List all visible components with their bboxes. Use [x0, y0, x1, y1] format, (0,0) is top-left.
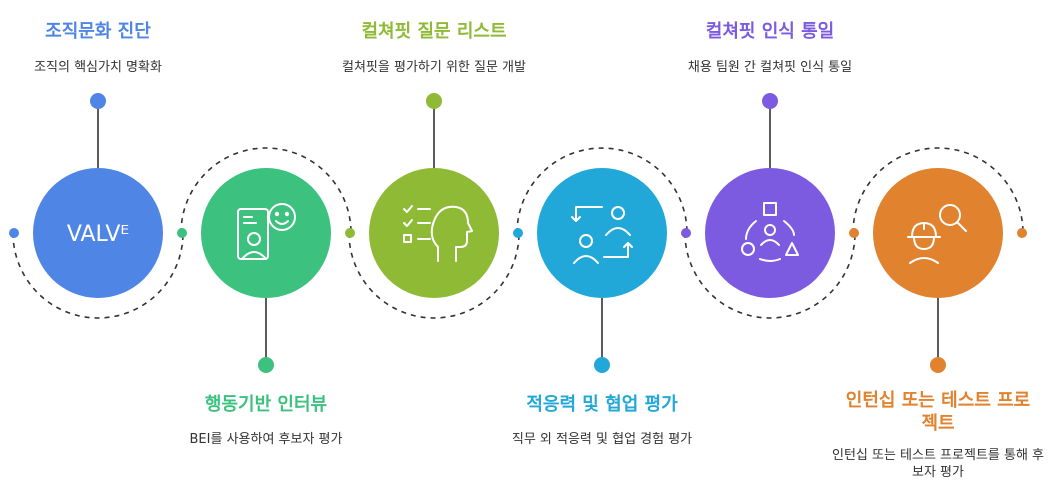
- team-shapes-icon: [741, 202, 799, 262]
- step-title-question-list: 컬쳐핏 질문 리스트: [361, 21, 507, 42]
- step-desc-question-list: 컬쳐핏을 평가하기 위한 질문 개발: [342, 60, 526, 75]
- stem-dot: [426, 93, 442, 109]
- stem-dot: [258, 357, 274, 373]
- dashed-arc: [516, 147, 688, 234]
- dashed-arc: [348, 232, 520, 319]
- connector-dot: [513, 228, 523, 238]
- connector-dot: [1017, 228, 1027, 238]
- stem-dot: [762, 93, 778, 109]
- step-title-interview: 행동기반 인터뷰: [204, 394, 328, 415]
- step-circle: [201, 168, 331, 298]
- worker-search-icon: [907, 204, 967, 264]
- step-title-diagnosis: 조직문화 진단: [45, 21, 151, 42]
- stem-lines: [90, 93, 946, 373]
- checklist-head-icon: [403, 205, 473, 262]
- step-desc-diagnosis: 조직의 핵심가치 명확화: [34, 60, 162, 75]
- step-circle: [33, 168, 163, 298]
- step-circle: [873, 168, 1003, 298]
- connector-dot: [681, 228, 691, 238]
- step-desc-alignment: 채용 팀원 간 컬쳐핏 인식 통일: [687, 60, 853, 75]
- interview-icon: [237, 203, 296, 260]
- step-circles: [33, 168, 1003, 298]
- stem-dot: [594, 357, 610, 373]
- connector-dot: [9, 228, 19, 238]
- step-circle: [537, 168, 667, 298]
- dashed-arc: [12, 232, 184, 319]
- step-desc-interview: BEI를 사용하여 후보자 평가: [189, 432, 343, 447]
- step-title-adaptability: 적응력 및 협업 평가: [526, 394, 678, 415]
- connector-dot: [345, 228, 355, 238]
- step-desc-adaptability: 직무 외 적응력 및 협업 경험 평가: [511, 432, 693, 447]
- valve-logo: VALVᴱ: [67, 222, 129, 247]
- dashed-arc: [684, 232, 856, 319]
- step-icons: VALVᴱ: [67, 202, 967, 264]
- valve-logo-text: VALVᴱ: [67, 222, 129, 247]
- step-circle: [705, 168, 835, 298]
- connector-dot: [177, 228, 187, 238]
- connector-dot: [849, 228, 859, 238]
- exchange-people-icon: [571, 206, 633, 264]
- dashed-arc: [180, 147, 352, 234]
- step-title-alignment: 컬쳐핏 인식 통일: [705, 21, 835, 42]
- dashed-arc: [852, 147, 1024, 234]
- stem-dot: [930, 357, 946, 373]
- dashed-connectors: [9, 147, 1027, 319]
- stem-dot: [90, 93, 106, 109]
- step-desc-internship: 인턴십 또는 테스트 프로젝트를 통해 후보자 평가: [831, 448, 1045, 480]
- step-title-internship: 인턴십 또는 테스트 프로젝트: [845, 390, 1031, 435]
- step-circle: [369, 168, 499, 298]
